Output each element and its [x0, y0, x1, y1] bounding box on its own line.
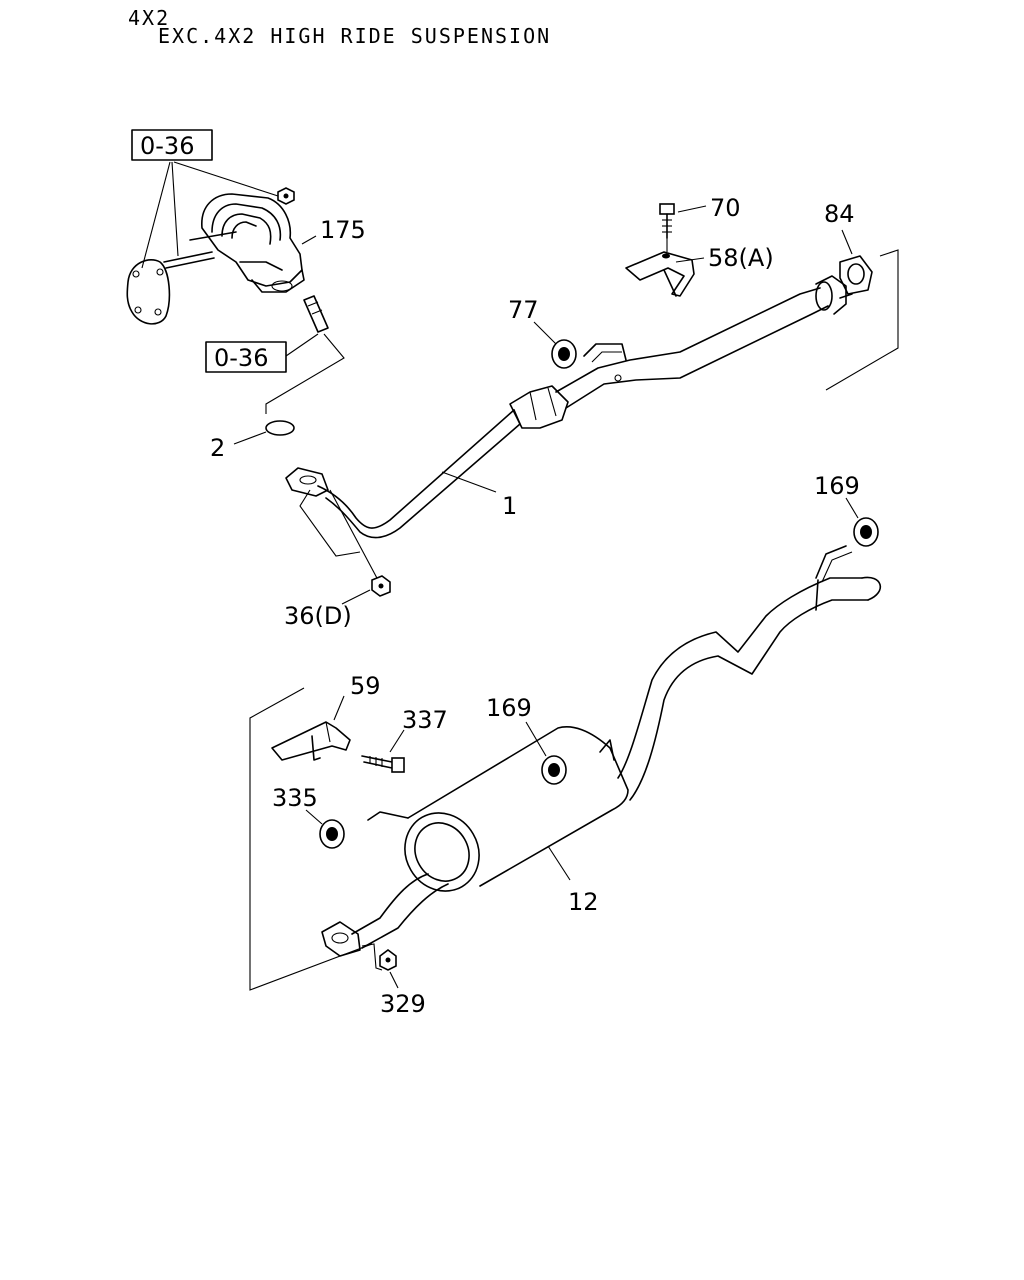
- callout-2: 2: [210, 434, 225, 462]
- leader-77: [533, 321, 557, 345]
- gasket-ring: [265, 420, 295, 436]
- bolt-70: [659, 203, 675, 252]
- nut-329: [379, 949, 397, 971]
- right-group-line: [825, 249, 899, 391]
- flange-nut: [371, 575, 391, 597]
- muffler-12: [321, 545, 881, 957]
- bracket-59: [271, 721, 351, 761]
- leader-2: [233, 431, 267, 445]
- leader-58a: [675, 257, 705, 263]
- manifold-bolt: [303, 295, 329, 333]
- leader-329: [389, 971, 399, 989]
- callout-175: 175: [320, 216, 366, 244]
- left-group-line: [249, 687, 373, 991]
- rubber-hanger-169-mid: [541, 755, 567, 785]
- front-exhaust-pipe: [285, 275, 853, 539]
- ref-box-top: [131, 129, 213, 161]
- leader-335: [305, 809, 323, 825]
- callout-337: 337: [402, 706, 448, 734]
- bracket-58a: [625, 251, 695, 297]
- ref-label-mid: 0-36: [214, 344, 268, 372]
- callout-77: 77: [508, 296, 539, 324]
- ref-mid-leader: [285, 333, 319, 357]
- callout-58a: 58(A): [708, 244, 774, 272]
- rubber-hanger-335: [319, 819, 345, 849]
- ref-box-mid: [205, 341, 287, 373]
- leader-84: [841, 229, 853, 255]
- leader-175: [301, 235, 317, 245]
- leader-337: [389, 729, 405, 753]
- rubber-hanger-169-right: [853, 517, 879, 547]
- header-line-1: 4X2: [128, 6, 171, 30]
- flange-stud-line: [329, 489, 379, 581]
- callout-84: 84: [824, 200, 855, 228]
- callout-59: 59: [350, 672, 381, 700]
- flange-guide-lower: [299, 489, 361, 557]
- manifold-gasket: [126, 258, 171, 325]
- callout-36d: 36(D): [284, 602, 352, 630]
- leader-169-mid: [525, 721, 547, 757]
- leader-329-guide: [361, 943, 383, 971]
- leader-70: [677, 205, 707, 213]
- manifold-studs: [163, 231, 237, 269]
- bolt-337: [361, 755, 405, 773]
- ref-label-top: 0-36: [140, 132, 194, 160]
- rubber-hanger-77: [551, 339, 577, 369]
- callout-1: 1: [502, 492, 517, 520]
- callout-329: 329: [380, 990, 426, 1018]
- callout-169-mid: 169: [486, 694, 532, 722]
- flange-guide-line: [265, 333, 345, 414]
- leader-169-right: [845, 497, 859, 519]
- leader-59: [333, 695, 345, 721]
- gasket-84: [839, 255, 873, 295]
- callout-335: 335: [272, 784, 318, 812]
- callout-12: 12: [568, 888, 599, 916]
- callout-169-right: 169: [814, 472, 860, 500]
- callout-70: 70: [710, 194, 741, 222]
- leader-36d: [341, 589, 371, 605]
- ref-top-leader-lines: [141, 161, 279, 269]
- leader-1: [441, 471, 497, 493]
- manifold-nut: [277, 187, 295, 205]
- leader-12: [547, 845, 571, 881]
- heat-shield-manifold: [201, 193, 305, 293]
- header-line-2: EXC.4X2 HIGH RIDE SUSPENSION: [158, 24, 552, 48]
